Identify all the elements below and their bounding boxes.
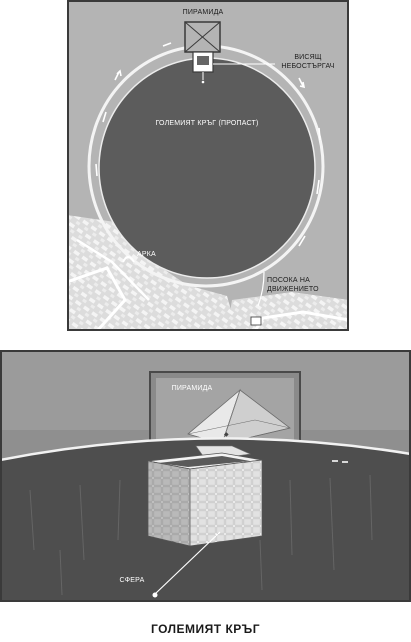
perspective-drawing: ◆: [0, 350, 411, 602]
great-circle-label: ГОЛЕМИЯТ КРЪГ (ПРОПАСТ): [155, 120, 259, 127]
pyramid-label: ПИРАМИДА: [182, 9, 224, 16]
traffic-direction-label: ПОСОКА НА ДВИЖЕНИЕТО: [267, 277, 319, 293]
figure-caption: ГОЛЕМИЯТ КРЪГ: [150, 622, 261, 636]
svg-text:◆: ◆: [224, 432, 229, 438]
sphere-tether: [154, 531, 221, 595]
abyss-great-circle: [98, 57, 316, 279]
great-circle-perspective-view: ◆ ПИРАМИДА СФЕРА: [0, 350, 411, 602]
arch-label: АРКА: [137, 251, 156, 258]
hanging-skyscraper: [147, 452, 263, 547]
ring-edge: [0, 437, 411, 462]
arch-marker: [122, 256, 135, 263]
pyramid-label-view: ПИРАМИДА: [171, 385, 213, 392]
map-frame: [67, 0, 349, 331]
sphere-label: СФЕРА: [119, 577, 145, 584]
view-frame: [0, 350, 411, 602]
traffic-direction-arrows: [95, 42, 321, 247]
sphere-marker: [152, 592, 158, 598]
great-circle-plan-map: ПИРАМИДА ВИСЯЩ НЕБОСТЪРГАЧ ГОЛЕМИЯТ КРЪГ…: [67, 0, 349, 331]
skyscraper-label: ВИСЯЩ НЕБОСТЪРГАЧ: [281, 54, 335, 70]
plan-map-drawing: [67, 0, 349, 331]
